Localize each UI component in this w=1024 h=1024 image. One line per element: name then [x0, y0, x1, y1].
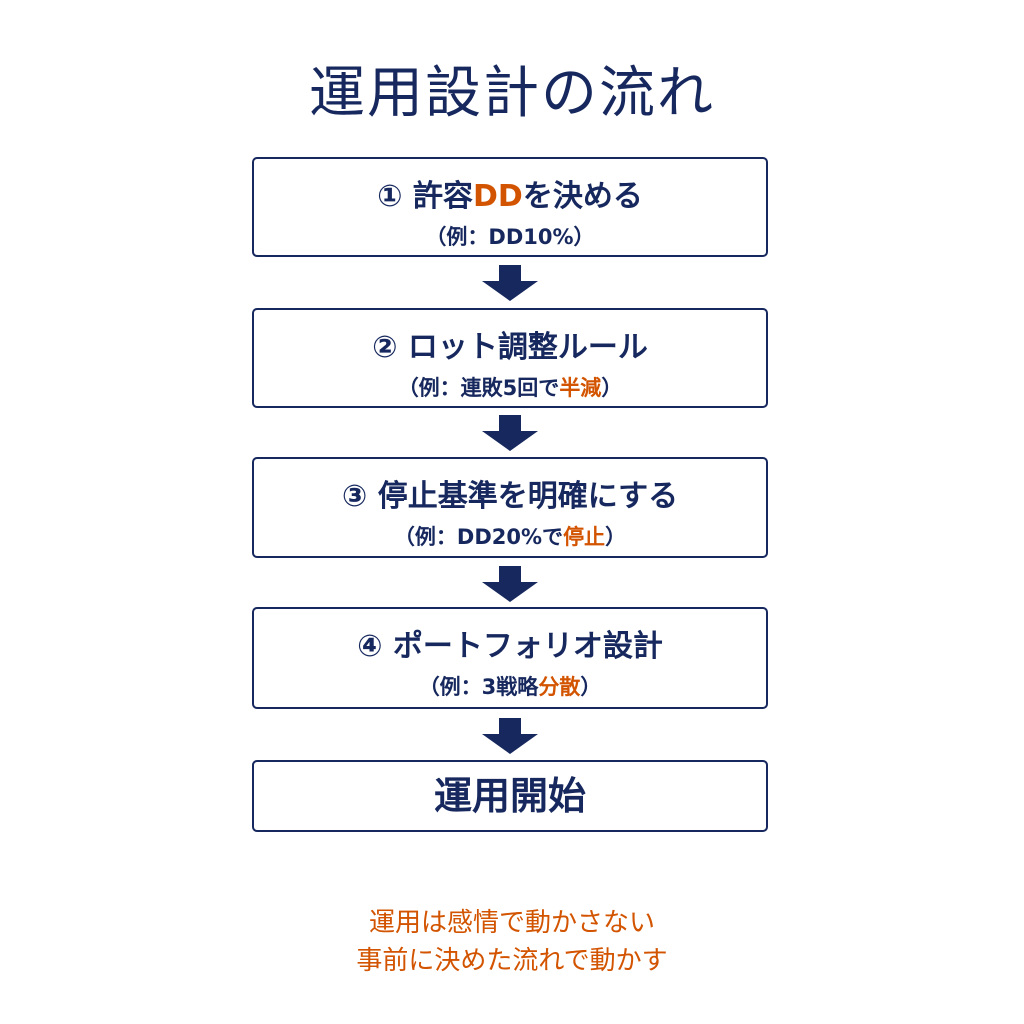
arrow-down-icon	[482, 718, 538, 754]
diagram-title: 運用設計の流れ	[309, 61, 715, 126]
footer-line-1: 運用は感情で動かさない	[368, 908, 655, 938]
step-1-title-accent: DD	[473, 179, 523, 214]
step-1-title: ① 許容DDを決める	[254, 171, 766, 215]
footer-line-2: 事前に決めた流れで動かす	[356, 946, 668, 976]
step-2-box: ② ロット調整ルール （例：連敗5回で半減）	[252, 308, 768, 408]
step-2-note-accent: 半減	[559, 376, 602, 400]
step-4-note: （例：3戦略分散）	[254, 671, 766, 701]
step-4-title: ④ ポートフォリオ設計	[357, 629, 663, 664]
step-3-box: ③ 停止基準を明確にする （例：DD20%で停止）	[252, 457, 768, 558]
step-4-note-accent: 分散	[538, 675, 581, 699]
step-3-note-accent: 停止	[563, 525, 606, 549]
step-3-note-close: ）	[605, 525, 627, 549]
step-3-note: （例：DD20%で停止）	[254, 521, 766, 551]
step-1-box: ① 許容DDを決める （例：DD10%）	[252, 157, 768, 257]
step-3-title: ③ 停止基準を明確にする	[341, 479, 679, 514]
step-2-title: ② ロット調整ルール	[372, 330, 648, 365]
step-4-note-close: ）	[580, 675, 602, 699]
arrow-down-icon	[482, 566, 538, 602]
step-4-note-text: （例：3戦略	[418, 675, 539, 699]
step-1-title-text: ① 許容	[377, 179, 474, 214]
step-1-note: （例：DD10%）	[425, 225, 595, 249]
arrow-down-icon	[482, 265, 538, 301]
arrow-down-icon	[482, 415, 538, 451]
final-step-label: 運用開始	[433, 774, 586, 818]
step-2-note: （例：連敗5回で半減）	[254, 372, 766, 402]
step-1-title-rest: を決める	[522, 179, 643, 214]
step-2-note-close: ）	[601, 376, 623, 400]
step-2-note-text: （例：連敗5回で	[397, 376, 560, 400]
step-3-note-text: （例：DD20%で	[393, 525, 564, 549]
final-step-box: 運用開始	[252, 760, 768, 832]
step-4-box: ④ ポートフォリオ設計 （例：3戦略分散）	[252, 607, 768, 709]
